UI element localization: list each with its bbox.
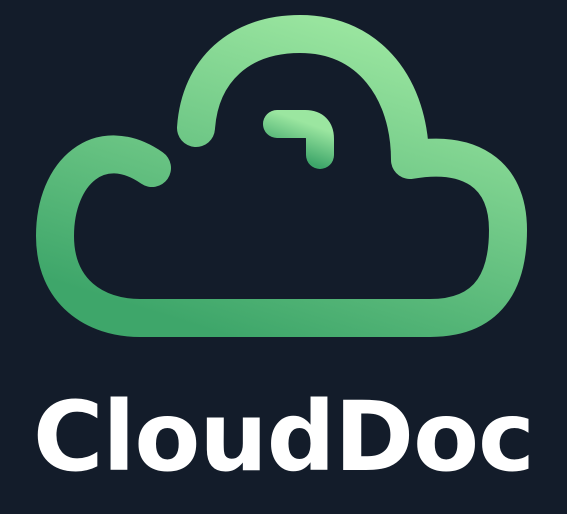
cloud-outline	[36, 15, 527, 337]
cloud-document-icon	[36, 15, 527, 337]
corner-glyph	[263, 110, 334, 169]
brand-wordmark: CloudDoc	[33, 381, 535, 493]
